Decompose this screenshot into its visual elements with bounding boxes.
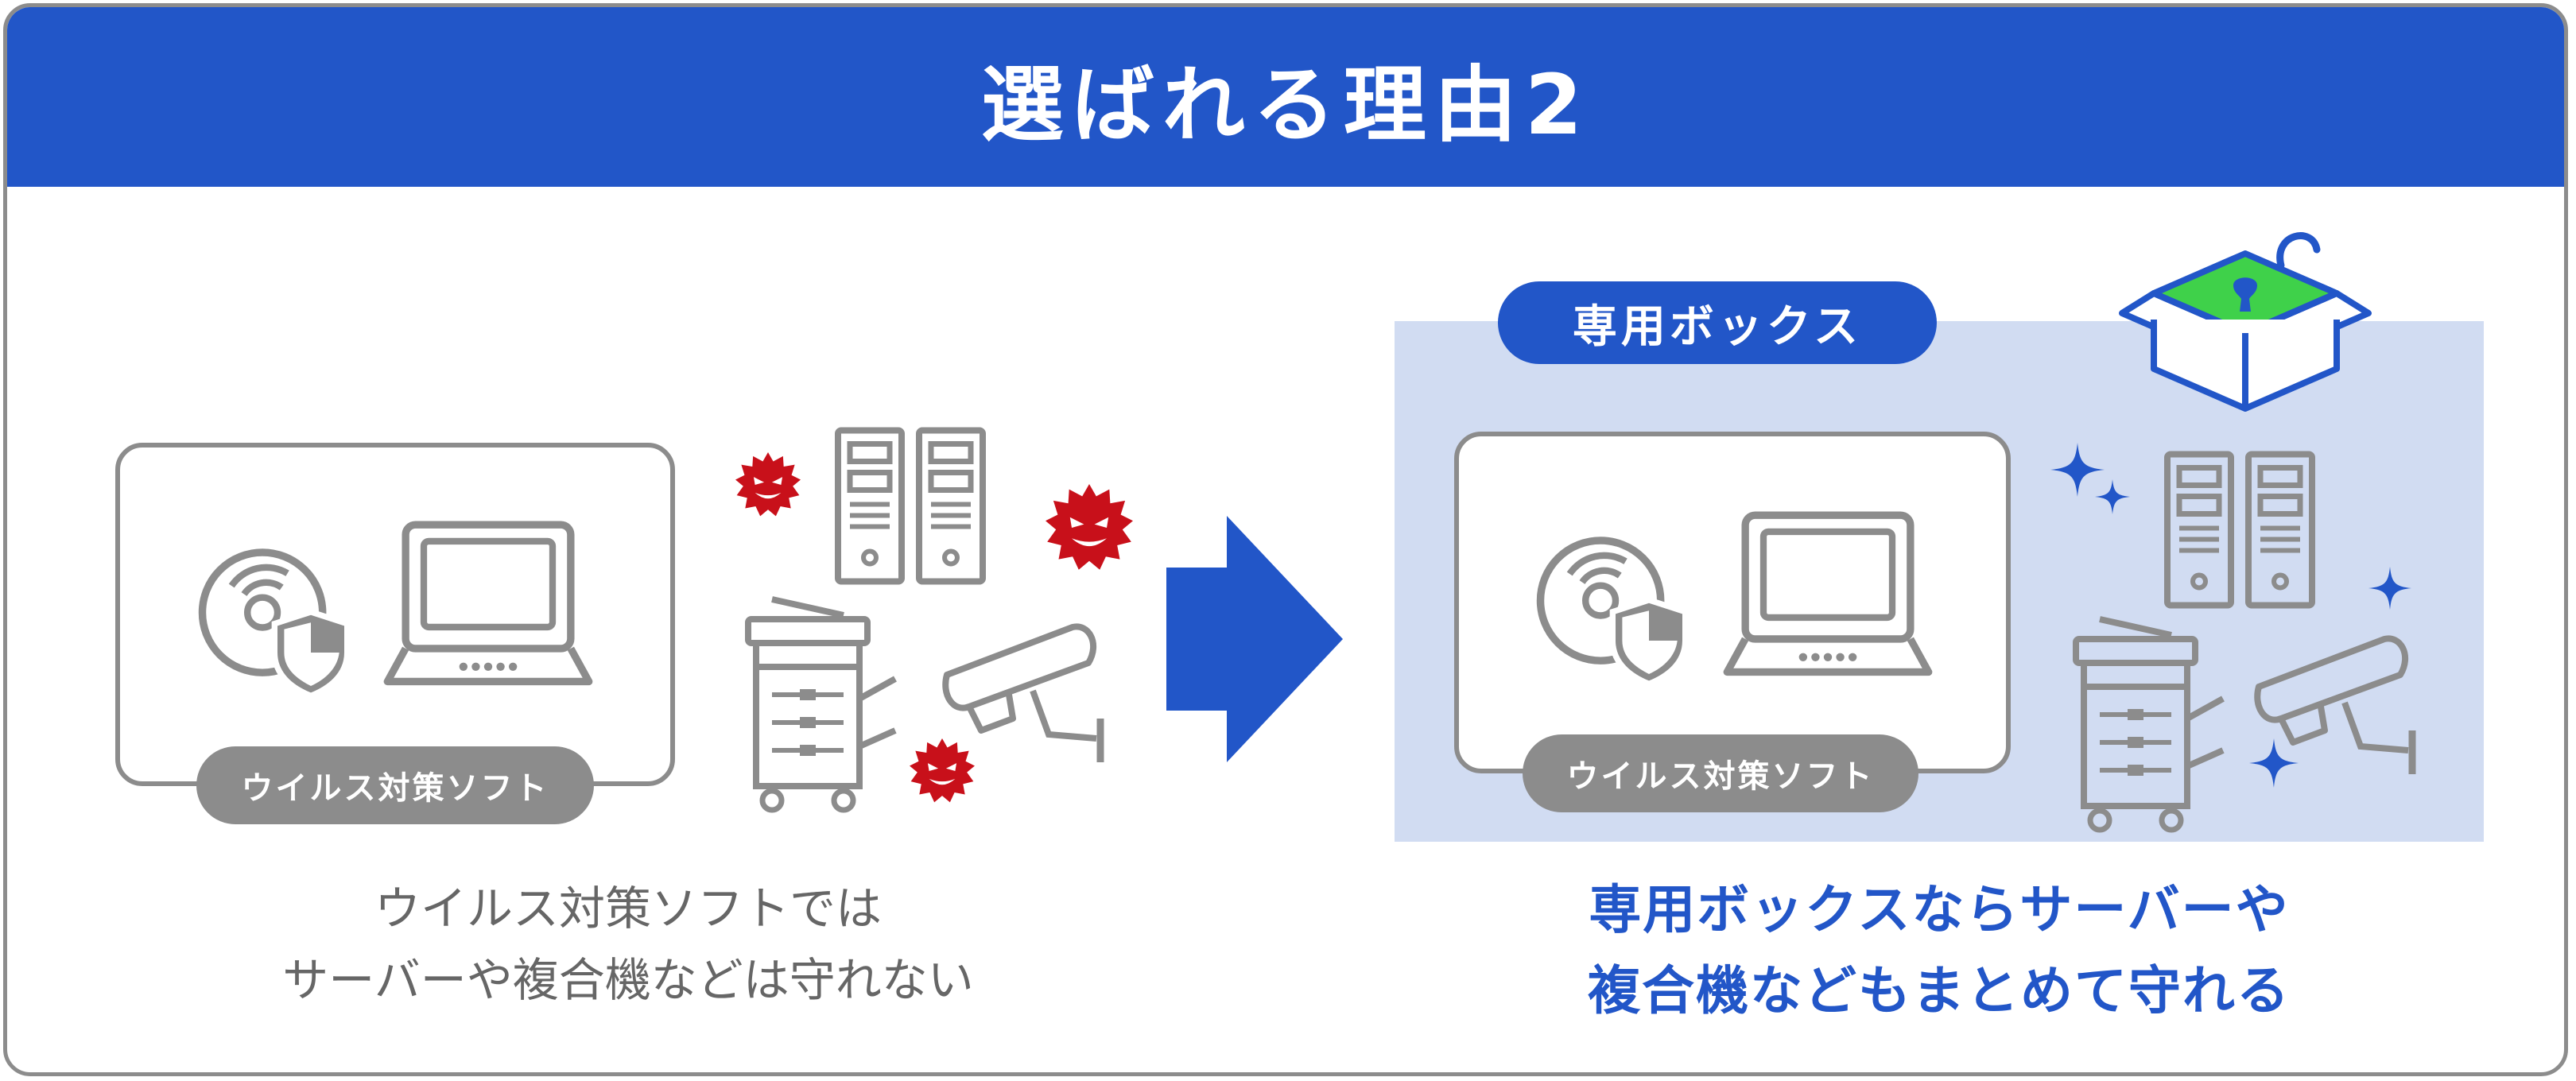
page-title: 選ばれる理由2: [980, 56, 1591, 153]
disc-shield-icon: [194, 536, 361, 703]
server-icon: [2244, 448, 2316, 611]
antivirus-pill-left: ウイルス対策ソフト: [196, 746, 594, 824]
virus-icon: [735, 452, 801, 517]
box-lock-icon: [2119, 232, 2372, 412]
header-banner: 選ばれる理由2: [7, 7, 2564, 187]
software-box-right: [1454, 432, 2011, 773]
server-icon: [2163, 448, 2235, 611]
printer-icon: [2068, 615, 2227, 838]
antivirus-pill-right-label: ウイルス対策ソフト: [1566, 758, 1875, 795]
virus-icon: [910, 738, 975, 804]
dedicated-box-badge-label: 専用ボックス: [1572, 300, 1863, 353]
software-box-left: [115, 443, 675, 786]
arrow-right-icon: [1166, 516, 1343, 762]
laptop-icon: [381, 516, 596, 699]
sparkle-icon: [2368, 567, 2411, 610]
right-caption-line1: 専用ボックスならサーバーや: [1589, 879, 2290, 940]
sparkle-icon: [2095, 479, 2130, 514]
right-caption: 専用ボックスならサーバーや 複合機などもまとめて守れる: [1395, 870, 2484, 1033]
dedicated-box-badge: 専用ボックス: [1498, 281, 1937, 364]
disc-shield-icon: [1532, 524, 1699, 691]
sparkle-icon: [2249, 738, 2299, 788]
printer-icon: [740, 595, 899, 818]
virus-icon: [1046, 484, 1133, 571]
server-icon: [915, 424, 987, 587]
left-caption-line2: サーバーや複合機などは守れない: [282, 952, 974, 1007]
antivirus-pill-right: ウイルス対策ソフト: [1523, 734, 1918, 812]
left-caption: ウイルス対策ソフトでは サーバーや複合機などは守れない: [115, 874, 1141, 1017]
server-icon: [834, 424, 906, 587]
right-caption-line2: 複合機などもまとめて守れる: [1588, 960, 2291, 1022]
laptop-icon: [1721, 506, 1935, 689]
antivirus-pill-left-label: ウイルス対策ソフト: [241, 770, 549, 807]
reason-card: 選ばれる理由2 ウイルス対策ソフト ウイルス対策ソフトでは サーバーや複合機など…: [3, 3, 2568, 1076]
left-caption-line1: ウイルス対策ソフトでは: [374, 881, 882, 936]
